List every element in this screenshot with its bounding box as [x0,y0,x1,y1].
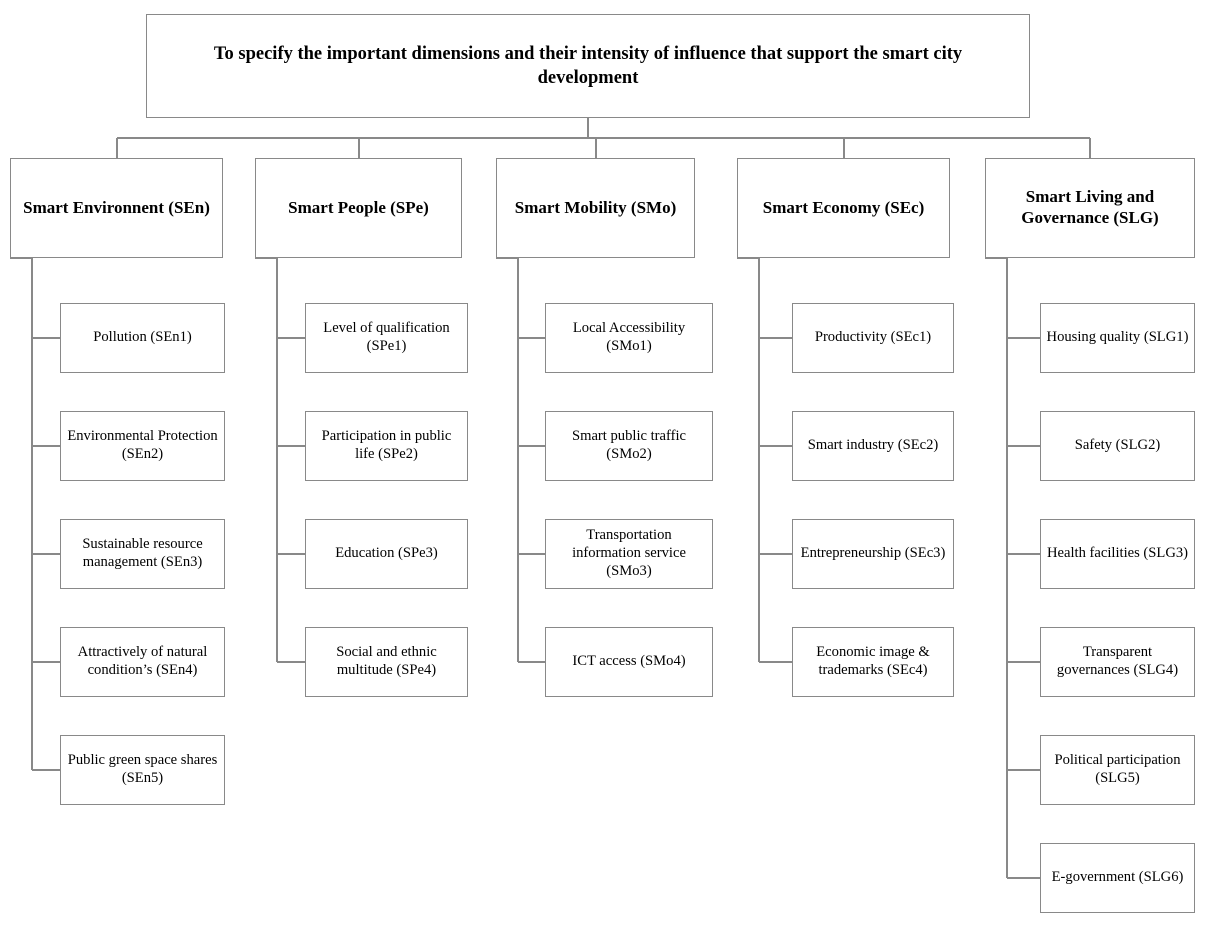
leaf-node-SEc2-label: Smart industry (SEc2) [807,437,939,454]
leaf-node-SPe4: Social and ethnic multitude (SPe4) [305,627,468,697]
leaf-node-SLG6-label: E-government (SLG6) [1051,869,1184,886]
leaf-node-SPe3: Education (SPe3) [305,519,468,589]
leaf-node-SEn1: Pollution (SEn1) [60,303,225,373]
leaf-node-SPe3-label: Education (SPe3) [335,545,438,562]
leaf-node-SEn5-label: Public green space shares (SEn5) [67,752,218,786]
leaf-node-SPe1: Level of qualification (SPe1) [305,303,468,373]
leaf-node-SLG1: Housing quality (SLG1) [1040,303,1195,373]
category-node-SEn: Smart Environnent (SEn) [10,158,223,258]
leaf-node-SMo4: ICT access (SMo4) [545,627,713,697]
leaf-node-SLG1-label: Housing quality (SLG1) [1046,329,1189,346]
leaf-node-SMo3: Transportation information service (SMo3… [545,519,713,589]
root-objective-node-label: To specify the important dimensions and … [213,43,963,88]
category-node-SPe: Smart People (SPe) [255,158,462,258]
leaf-node-SPe1-label: Level of qualification (SPe1) [323,320,450,354]
leaf-node-SMo4-label: ICT access (SMo4) [572,653,686,670]
leaf-node-SMo3-label: Transportation information service (SMo3… [572,527,686,579]
leaf-node-SMo2-label: Smart public traffic (SMo2) [571,428,686,462]
leaf-node-SLG5: Political participation (SLG5) [1040,735,1195,805]
leaf-node-SEn1-label: Pollution (SEn1) [93,329,192,346]
category-node-SMo: Smart Mobility (SMo) [496,158,695,258]
category-node-SEn-label: Smart Environnent (SEn) [23,197,210,217]
leaf-node-SEn4: Attractively of natural condition’s (SEn… [60,627,225,697]
leaf-node-SEn3-label: Sustainable resource management (SEn3) [82,536,203,570]
leaf-node-SEc1-label: Productivity (SEc1) [814,329,932,346]
category-node-SPe-label: Smart People (SPe) [288,197,429,217]
category-node-SEc-label: Smart Economy (SEc) [762,197,925,217]
category-node-SLG-label: Smart Living and Governance (SLG) [1021,187,1159,227]
root-objective-node: To specify the important dimensions and … [146,14,1030,118]
leaf-node-SEc4: Economic image & trademarks (SEc4) [792,627,954,697]
leaf-node-SEn4-label: Attractively of natural condition’s (SEn… [77,644,208,678]
leaf-node-SEn2-label: Environmental Protection (SEn2) [67,428,218,462]
leaf-node-SLG2: Safety (SLG2) [1040,411,1195,481]
leaf-node-SEc3: Entrepreneurship (SEc3) [792,519,954,589]
leaf-node-SEn3: Sustainable resource management (SEn3) [60,519,225,589]
leaf-node-SMo1-label: Local Accessibility (SMo1) [572,320,686,354]
leaf-node-SEn2: Environmental Protection (SEn2) [60,411,225,481]
leaf-node-SLG4-label: Transparent governances (SLG4) [1056,644,1179,678]
leaf-node-SLG3-label: Health facilities (SLG3) [1046,545,1189,562]
leaf-node-SMo2: Smart public traffic (SMo2) [545,411,713,481]
leaf-node-SEc4-label: Economic image & trademarks (SEc4) [816,644,930,678]
category-node-SEc: Smart Economy (SEc) [737,158,950,258]
leaf-node-SEc3-label: Entrepreneurship (SEc3) [800,545,946,562]
leaf-node-SEc1: Productivity (SEc1) [792,303,954,373]
leaf-node-SLG5-label: Political participation (SLG5) [1054,752,1181,786]
leaf-node-SLG2-label: Safety (SLG2) [1074,437,1161,454]
leaf-node-SPe4-label: Social and ethnic multitude (SPe4) [336,644,437,678]
category-node-SMo-label: Smart Mobility (SMo) [514,197,677,217]
leaf-node-SLG6: E-government (SLG6) [1040,843,1195,913]
category-node-SLG: Smart Living and Governance (SLG) [985,158,1195,258]
leaf-node-SEc2: Smart industry (SEc2) [792,411,954,481]
leaf-node-SMo1: Local Accessibility (SMo1) [545,303,713,373]
leaf-node-SLG4: Transparent governances (SLG4) [1040,627,1195,697]
leaf-node-SEn5: Public green space shares (SEn5) [60,735,225,805]
leaf-node-SLG3: Health facilities (SLG3) [1040,519,1195,589]
leaf-node-SPe2: Participation in public life (SPe2) [305,411,468,481]
leaf-node-SPe2-label: Participation in public life (SPe2) [321,428,452,462]
